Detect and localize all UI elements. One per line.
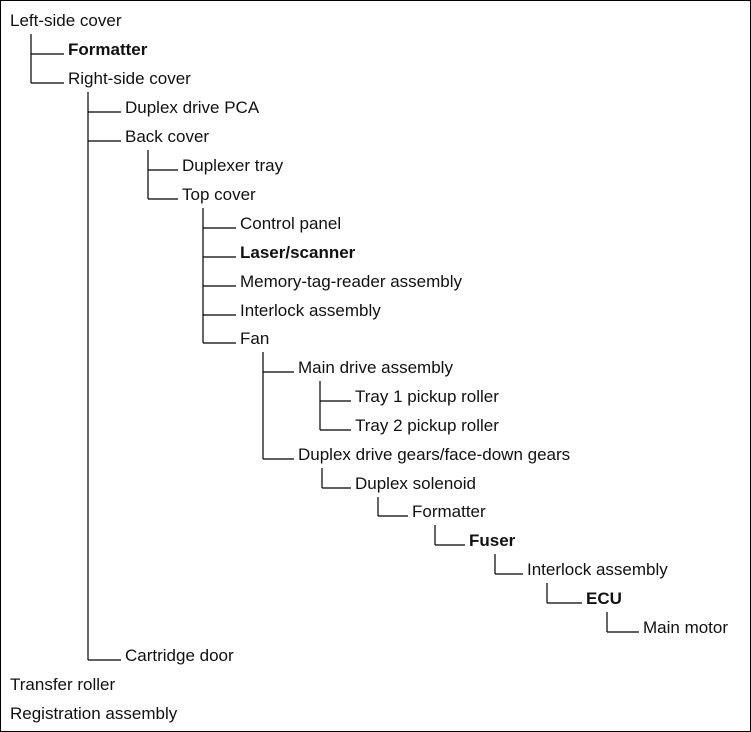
tree-node-right-side-cover: Right-side cover bbox=[68, 69, 191, 88]
tree-node-laser-scanner: Laser/scanner bbox=[240, 243, 356, 262]
tree-node-interlock-assembly: Interlock assembly bbox=[240, 301, 381, 320]
tree-node-tray-2-pickup-roller: Tray 2 pickup roller bbox=[355, 416, 499, 435]
tree-node-main-drive-assembly: Main drive assembly bbox=[298, 358, 453, 377]
tree-node-registration-assembly: Registration assembly bbox=[10, 704, 178, 723]
tree-node-fuser: Fuser bbox=[469, 531, 516, 550]
tree-node-top-cover: Top cover bbox=[182, 185, 256, 204]
tree-node-memory-tag-reader-assembly: Memory-tag-reader assembly bbox=[240, 272, 463, 291]
tree-node-duplex-solenoid: Duplex solenoid bbox=[355, 474, 476, 493]
tree-node-interlock-assembly: Interlock assembly bbox=[527, 560, 668, 579]
tree-node-back-cover: Back cover bbox=[125, 127, 210, 146]
tree-node-duplex-drive-pca: Duplex drive PCA bbox=[125, 98, 260, 117]
tree-node-main-motor: Main motor bbox=[643, 618, 729, 637]
tree-node-control-panel: Control panel bbox=[240, 214, 342, 233]
tree-node-tray-1-pickup-roller: Tray 1 pickup roller bbox=[355, 387, 499, 406]
tree-node-transfer-roller: Transfer roller bbox=[10, 675, 116, 694]
tree-node-formatter: Formatter bbox=[412, 502, 486, 521]
tree-node-cartridge-door: Cartridge door bbox=[125, 646, 234, 665]
tree-node-duplexer-tray: Duplexer tray bbox=[182, 156, 284, 175]
tree-node-formatter: Formatter bbox=[68, 40, 148, 59]
tree-node-duplex-drive-gears-face-down-gears: Duplex drive gears/face-down gears bbox=[298, 445, 571, 464]
tree-node-left-side-cover: Left-side cover bbox=[10, 11, 122, 30]
tree-node-fan: Fan bbox=[240, 329, 270, 348]
tree-node-ecu: ECU bbox=[586, 589, 622, 608]
